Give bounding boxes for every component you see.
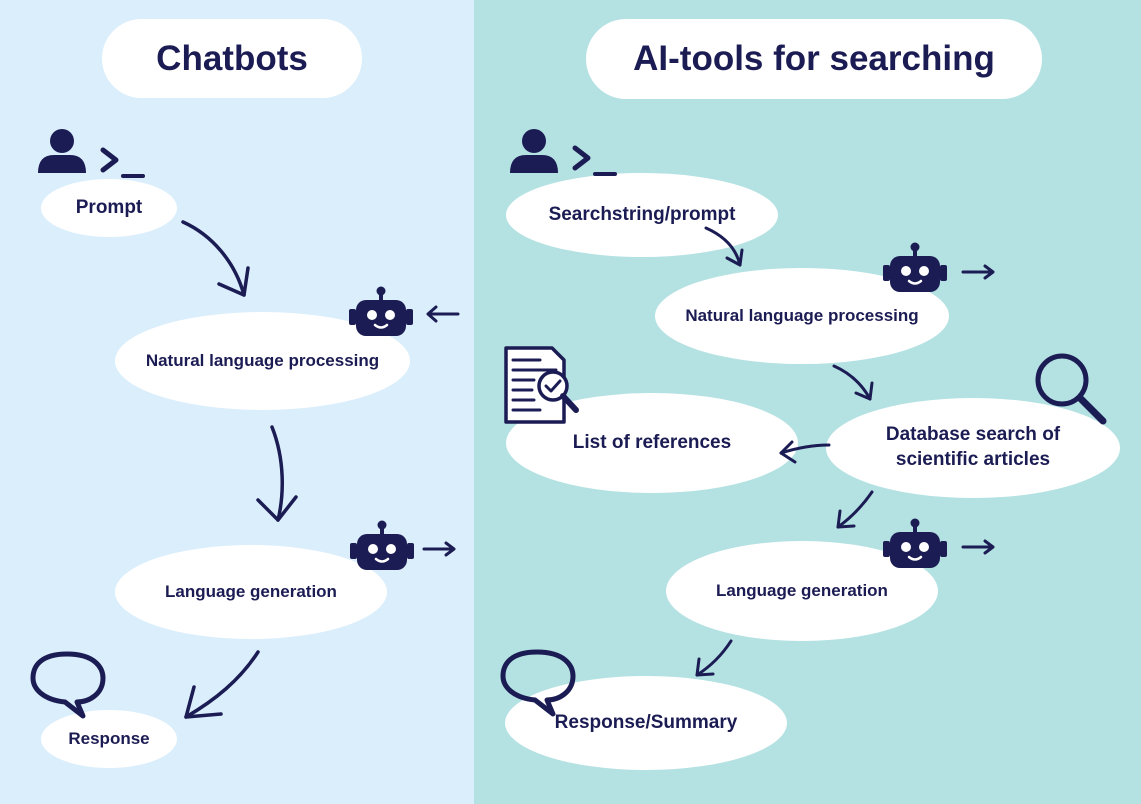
flow-arrowhead [779, 440, 797, 464]
robot-icon [881, 516, 949, 570]
arrow-icon [426, 305, 460, 323]
flow-arrowhead [725, 248, 744, 267]
arrow-icon [422, 541, 456, 557]
flow-arrow [836, 490, 874, 529]
generation-step: Language generation [115, 545, 387, 639]
robot-icon [881, 240, 949, 294]
prompt-step: Prompt [41, 179, 177, 237]
magnifier-icon [1035, 353, 1107, 425]
flow-arrow [695, 639, 733, 677]
response-summary-step: Response/Summary [505, 676, 787, 770]
speech-bubble-icon [33, 654, 103, 716]
speech-bubble-icon [503, 652, 573, 714]
flow-arrowhead [217, 266, 250, 297]
user-icon [38, 129, 86, 173]
flow-arrowhead [695, 657, 715, 677]
terminal-prompt-icon [103, 150, 143, 176]
user-icon [510, 129, 558, 173]
flow-arrow [704, 226, 742, 267]
flow-arrowhead [184, 685, 223, 719]
flow-arrowhead [256, 495, 298, 522]
database-search-step: Database search of scientific articles [826, 398, 1120, 498]
robot-icon [348, 518, 416, 572]
flow-arrow [184, 650, 260, 719]
arrow-icon [961, 264, 995, 280]
flow-arrowhead [836, 509, 856, 529]
response-step: Response [41, 710, 177, 768]
searchstring-step: Searchstring/prompt [506, 173, 778, 257]
flow-arrow [181, 220, 246, 297]
flow-arrowhead [854, 381, 874, 401]
document-search-icon [504, 346, 579, 424]
robot-icon [347, 284, 415, 338]
arrow-icon [961, 539, 995, 555]
flow-arrow [779, 443, 831, 455]
ai-tools-title: AI-tools for searching [586, 19, 1042, 99]
flow-arrow [832, 364, 872, 401]
flow-arrow [270, 425, 284, 522]
chatbots-title: Chatbots [102, 19, 362, 98]
terminal-prompt-icon [575, 148, 615, 174]
